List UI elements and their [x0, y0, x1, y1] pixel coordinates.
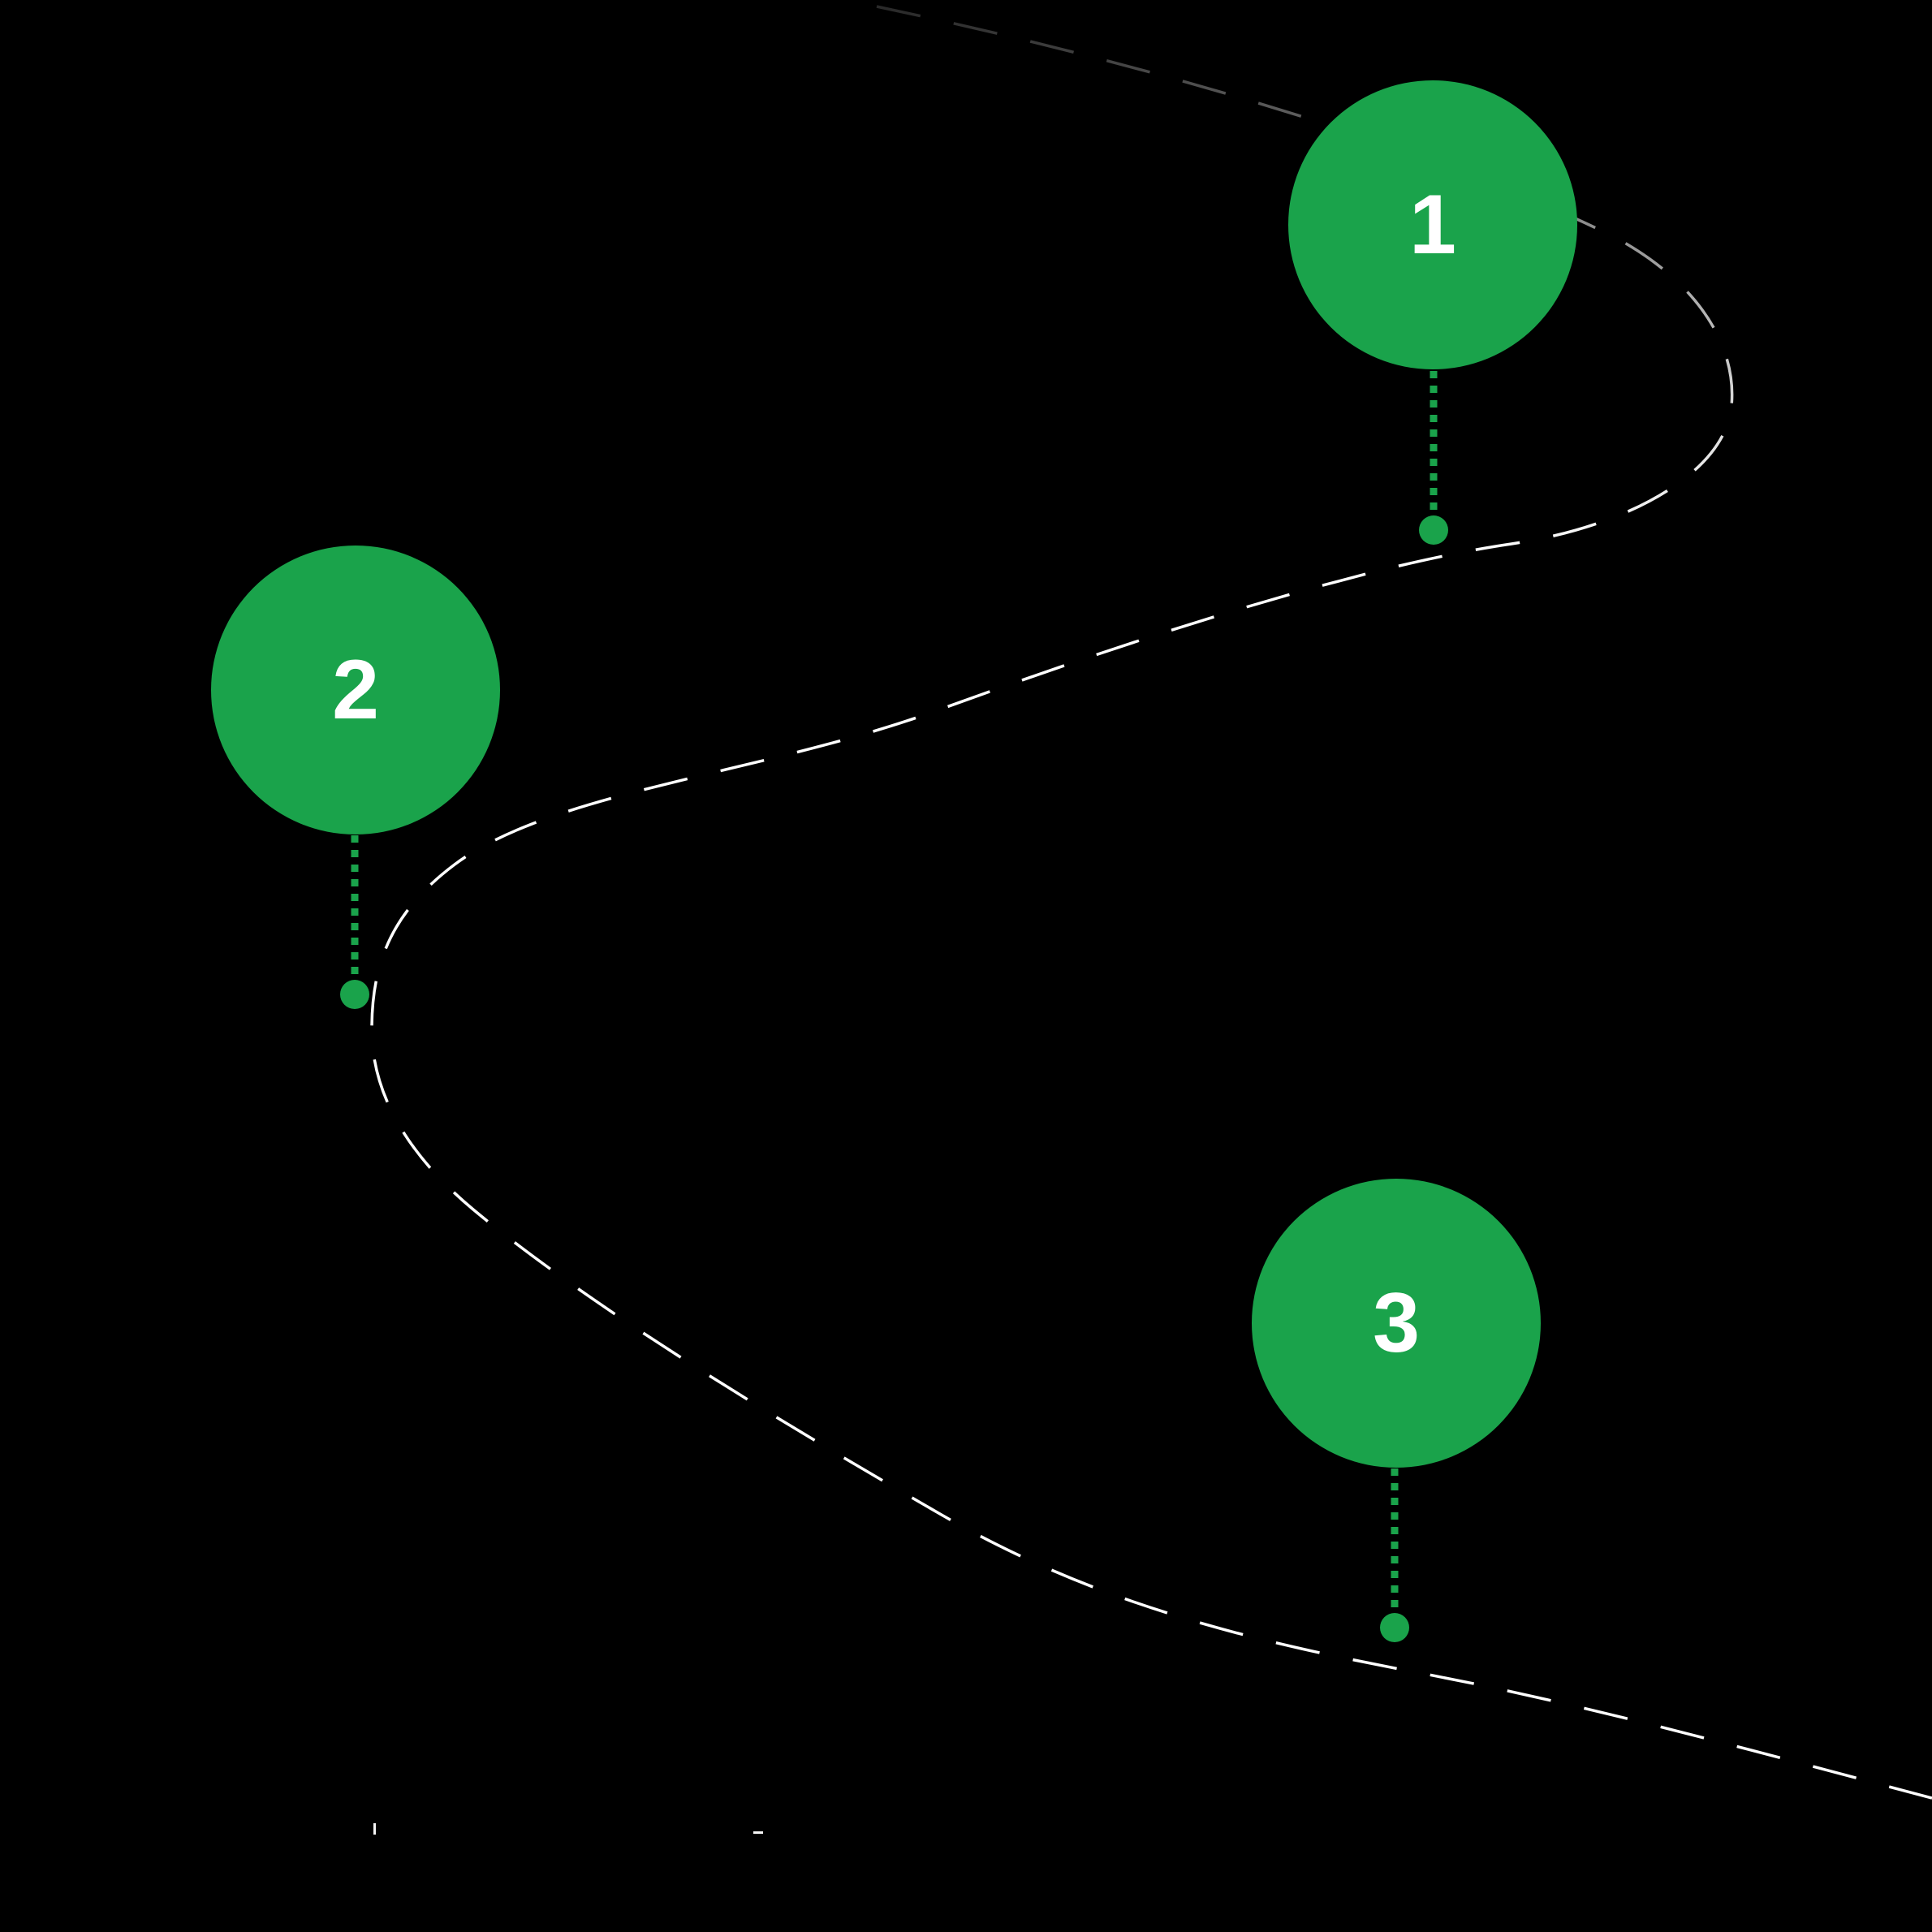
step-1-marker: 1	[1288, 80, 1577, 369]
step-1-label: 1	[1409, 178, 1456, 272]
step-2-waypoint-dot	[340, 980, 369, 1009]
step-1-waypoint-dot	[1419, 515, 1448, 545]
step-2-marker: 2	[211, 546, 500, 834]
step-3-waypoint-dot	[1380, 1613, 1409, 1642]
dashed-road-path	[370, 5, 1932, 1800]
step-3-marker: 3	[1252, 1179, 1541, 1468]
step-3-label: 3	[1373, 1276, 1420, 1370]
step-2-label: 2	[332, 643, 379, 737]
artifact-tick-mark	[373, 1823, 376, 1835]
artifact-dash-mark	[753, 1831, 763, 1834]
